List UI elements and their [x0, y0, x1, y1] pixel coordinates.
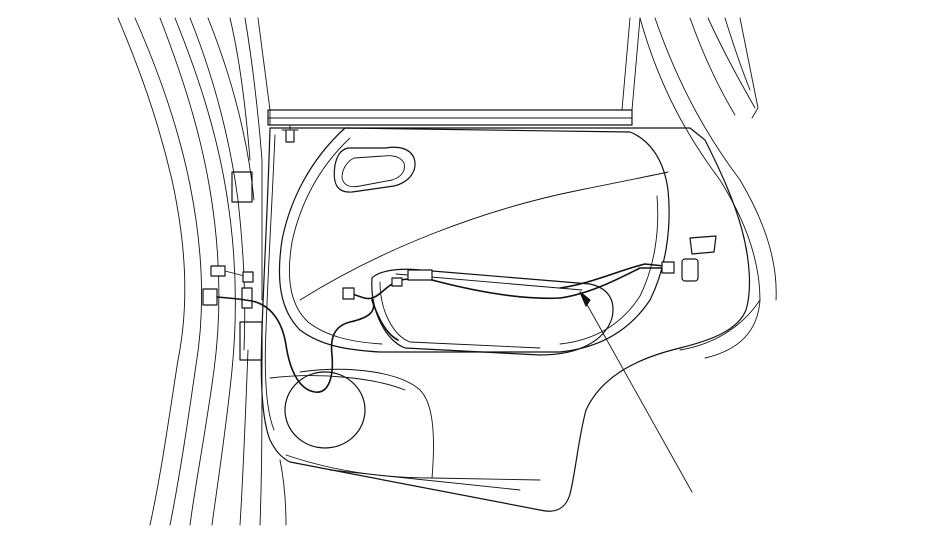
lower-pocket [269, 368, 541, 491]
rear-bracket [689, 235, 717, 255]
callout-leader [579, 291, 693, 493]
window-opening [267, 17, 641, 126]
connector-lamp [681, 258, 699, 282]
inner-door-handle [333, 146, 416, 193]
door-connectors [342, 235, 717, 300]
pillar-connector-upper [210, 265, 254, 283]
connector-switch [391, 277, 403, 287]
connector-window-switch [407, 269, 433, 281]
door-panel-outer [260, 127, 751, 512]
left-door-frame [117, 17, 287, 526]
door-trim-panel [278, 127, 670, 353]
door-wire-harness [216, 263, 665, 393]
pillar-hinges [231, 171, 263, 361]
right-body-lines [639, 17, 777, 359]
connector-front [342, 287, 355, 300]
speaker-grille [284, 371, 366, 449]
armrest-pocket [371, 268, 614, 356]
connector-rear [661, 261, 675, 274]
top-clip [281, 125, 299, 143]
